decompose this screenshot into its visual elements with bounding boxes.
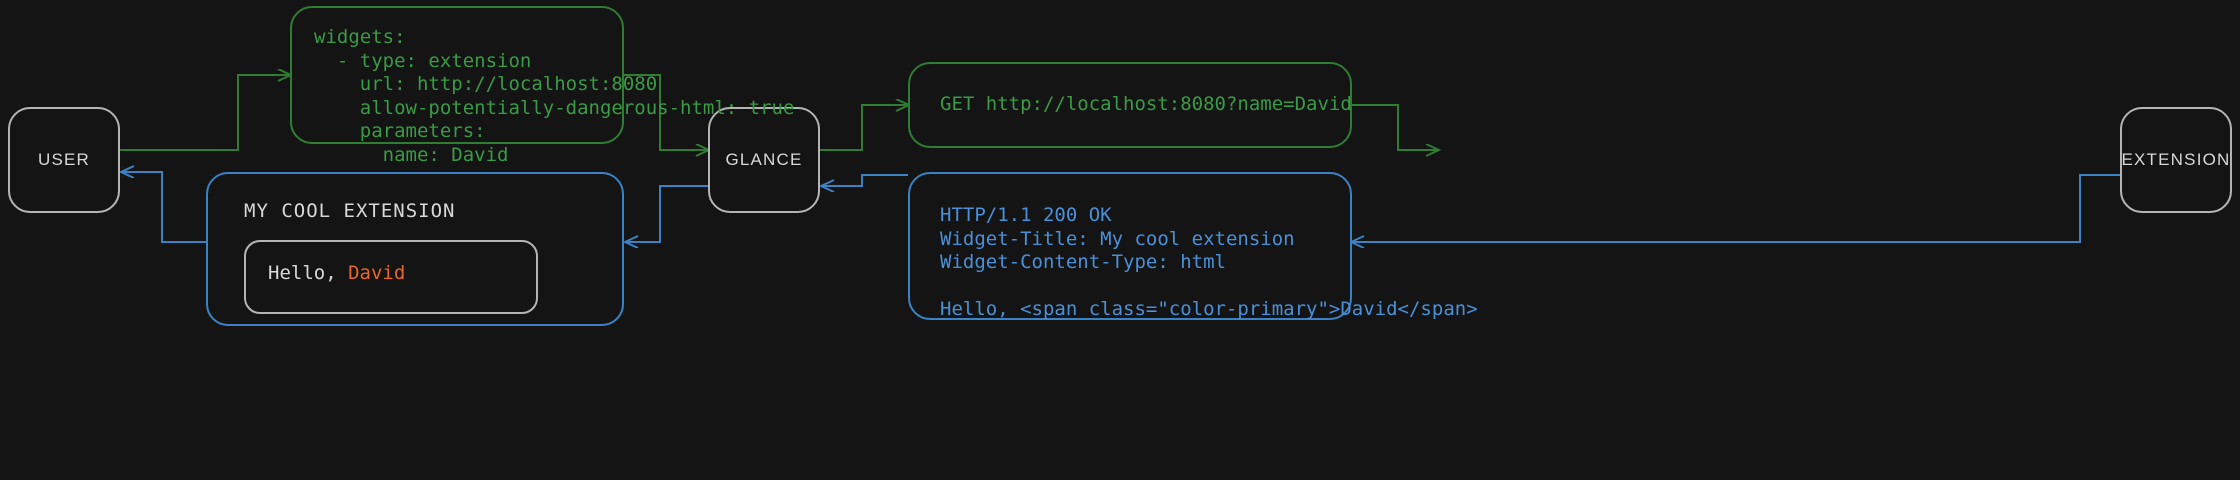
wire-preview-to-user bbox=[122, 172, 206, 243]
http-request-box: GET http://localhost:8080?name=David bbox=[908, 62, 1352, 148]
wire-request-to-extension bbox=[1352, 104, 1438, 150]
node-extension[interactable]: EXTENSION bbox=[2120, 107, 2232, 213]
node-user-label: USER bbox=[37, 150, 91, 169]
widget-preview-box: MY COOL EXTENSION Hello, David bbox=[206, 172, 624, 326]
widget-body-accent: David bbox=[348, 262, 406, 284]
http-response-box: HTTP/1.1 200 OK Widget-Title: My cool ex… bbox=[908, 172, 1478, 320]
wire-user-to-config bbox=[120, 75, 290, 151]
wire-response-to-glance bbox=[822, 174, 908, 186]
config-yaml-text: widgets: - type: extension url: http://l… bbox=[314, 26, 794, 166]
node-glance[interactable]: GLANCE bbox=[708, 107, 820, 213]
node-extension-label: EXTENSION bbox=[2121, 150, 2231, 169]
wire-glance-to-request bbox=[820, 105, 908, 151]
node-user[interactable]: USER bbox=[8, 107, 120, 213]
widget-preview-card: Hello, David bbox=[244, 240, 538, 314]
widget-preview-body: Hello, David bbox=[268, 262, 514, 284]
widget-body-prefix: Hello, bbox=[268, 262, 349, 284]
config-yaml-box: widgets: - type: extension url: http://l… bbox=[290, 6, 794, 166]
widget-preview-title: MY COOL EXTENSION bbox=[244, 200, 456, 222]
http-response-text: HTTP/1.1 200 OK Widget-Title: My cool ex… bbox=[940, 204, 1478, 320]
wire-extension-to-response bbox=[1352, 174, 2120, 242]
node-glance-label: GLANCE bbox=[725, 150, 803, 169]
wire-glance-to-preview bbox=[626, 185, 708, 242]
http-request-text: GET http://localhost:8080?name=David bbox=[940, 93, 1352, 116]
